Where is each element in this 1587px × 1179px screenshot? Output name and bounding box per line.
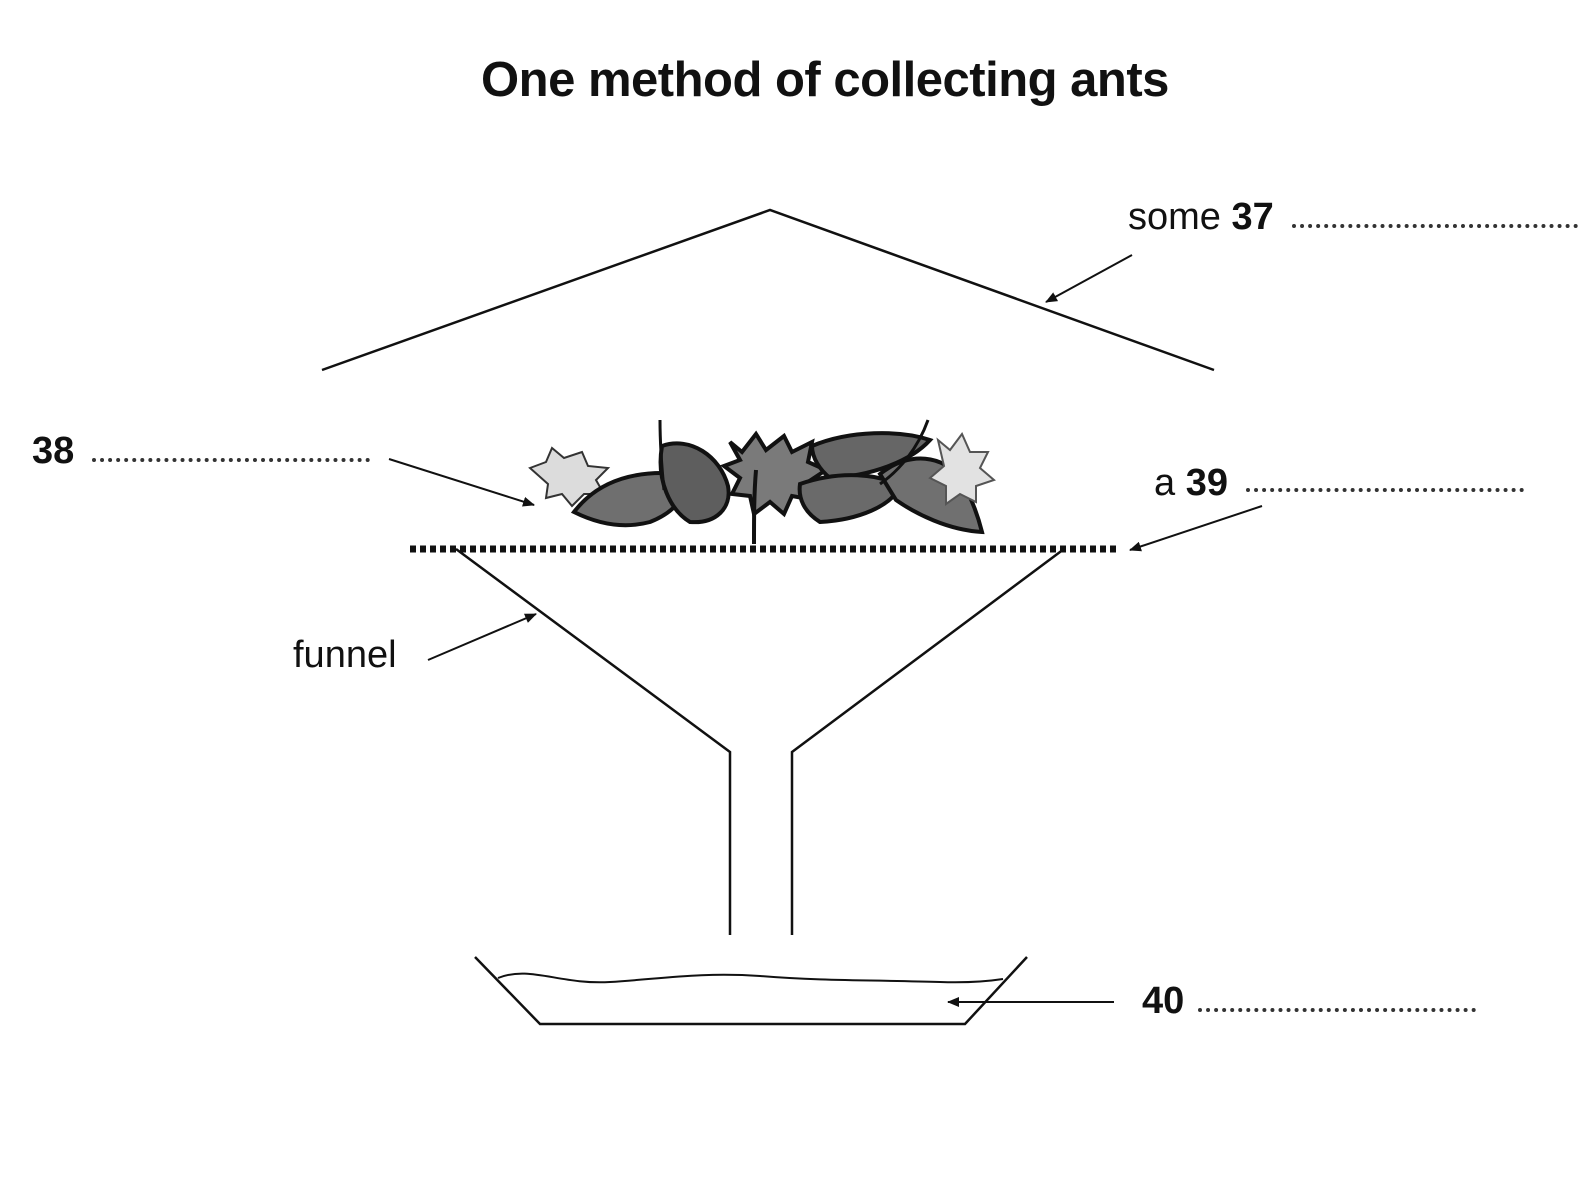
- arrow-funnel: [427, 613, 537, 661]
- label-39-number: 39: [1185, 462, 1228, 504]
- answer-blank-37[interactable]: [1292, 224, 1578, 228]
- diagram-title: One method of collecting ants: [481, 53, 1169, 107]
- label-39-prefix: a: [1154, 462, 1176, 504]
- label-40-number: 40: [1142, 980, 1185, 1022]
- arrow-39: [1129, 505, 1263, 552]
- dish-shape: [474, 956, 1028, 1026]
- answer-blank-39[interactable]: [1246, 488, 1524, 492]
- funnel-left-wall: [455, 547, 732, 935]
- answer-blank-40[interactable]: [1198, 1008, 1476, 1012]
- label-37: some 37: [1128, 198, 1274, 236]
- label-funnel: funnel: [293, 634, 397, 676]
- label-39: a 39: [1154, 464, 1228, 502]
- liquid-surface: [497, 972, 1004, 984]
- arrow-37: [1045, 254, 1133, 303]
- leaves-icon: [528, 419, 996, 545]
- label-37-number: 37: [1231, 196, 1274, 238]
- answer-blank-38[interactable]: [92, 458, 370, 462]
- label-37-prefix: some: [1128, 196, 1221, 238]
- arrow-38: [388, 458, 535, 507]
- label-38-number: 38: [32, 430, 75, 472]
- funnel-right-wall: [790, 547, 1065, 935]
- cover-shape: [321, 208, 1215, 372]
